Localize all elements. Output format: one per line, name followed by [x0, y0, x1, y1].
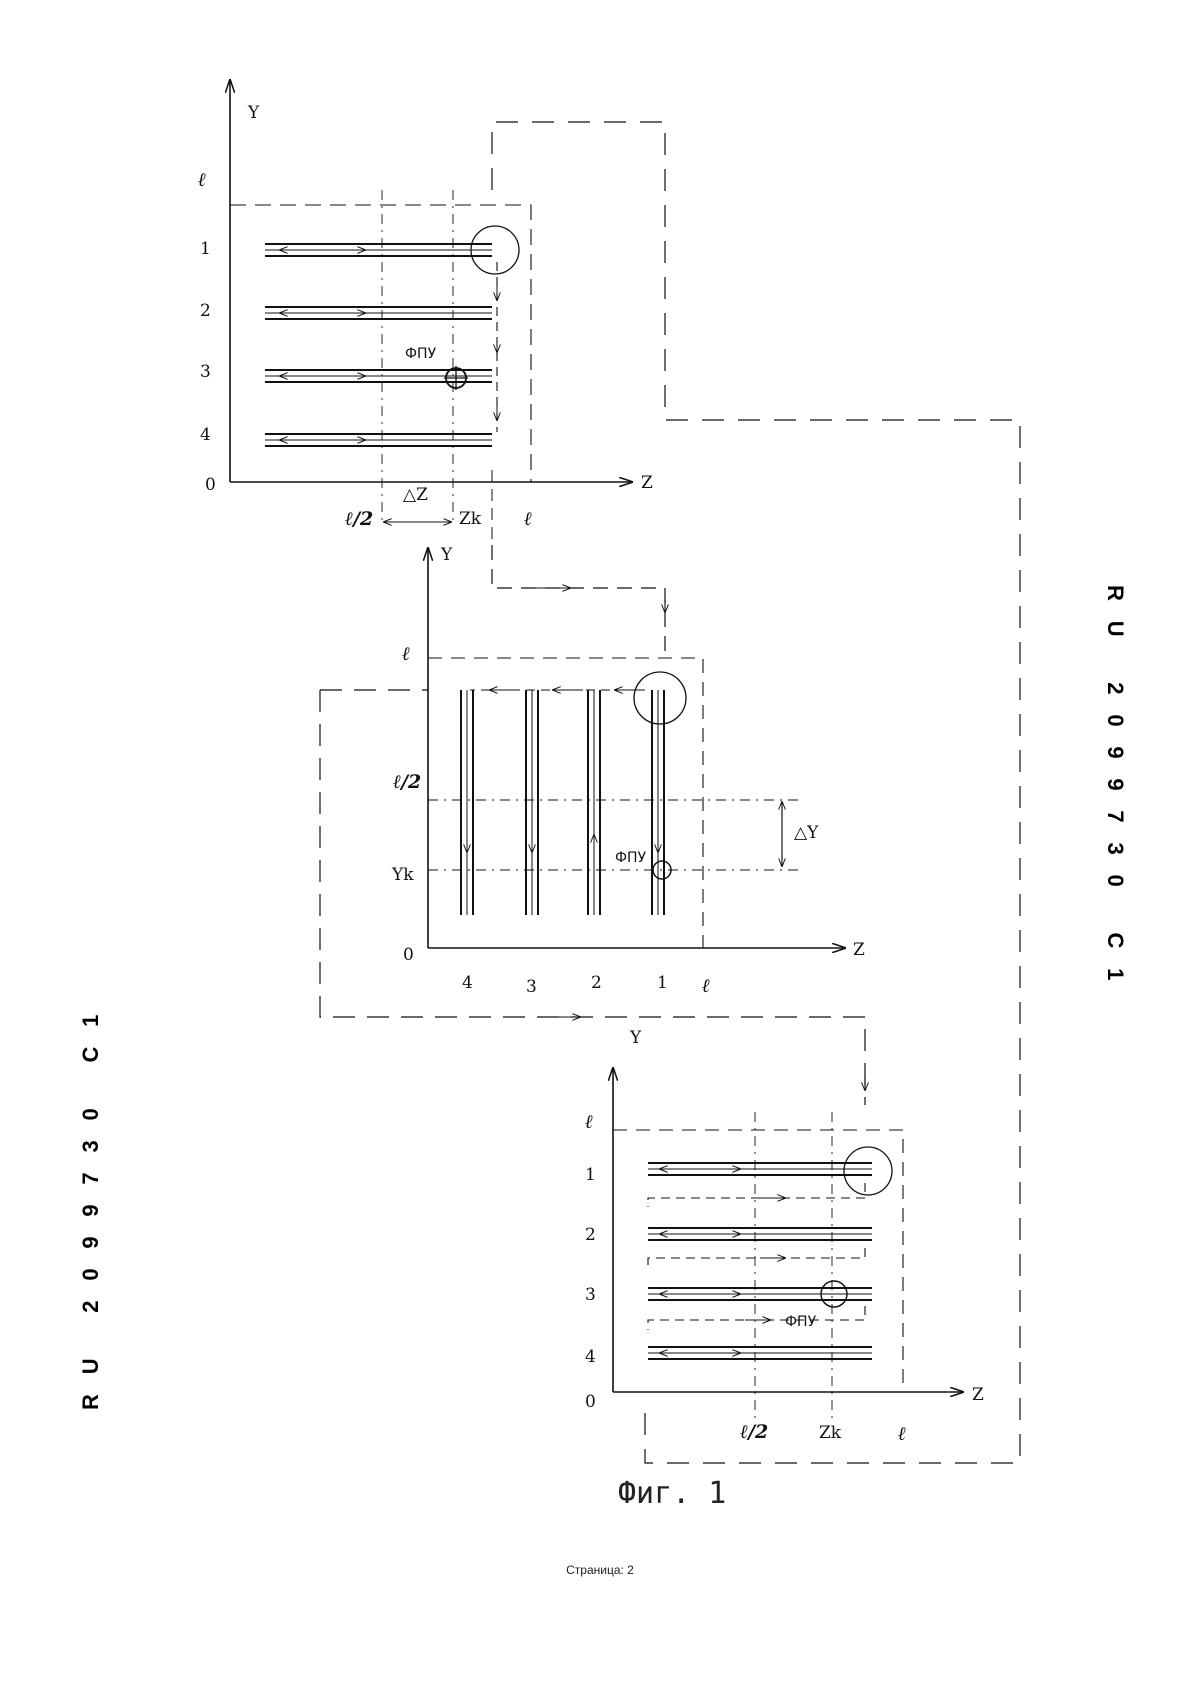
- d1-row-label-1: 1: [200, 239, 211, 259]
- d1-axis-y-label: Y: [247, 103, 260, 123]
- d1-tick-delta-z: △Z: [403, 485, 428, 505]
- figure-caption: Фиг. 1: [618, 1476, 726, 1511]
- d2-yk-tick: Yk: [391, 865, 414, 885]
- d1-track-arrows: [280, 250, 365, 440]
- d1-tick-zk: Zk: [459, 509, 482, 529]
- d2-device-label: ФПУ: [615, 850, 647, 866]
- d1-row-label-2: 2: [200, 301, 211, 321]
- diagram-1: [230, 80, 632, 545]
- d3-track-3: [648, 1288, 872, 1300]
- d3-device-label: ФПУ: [785, 1314, 817, 1330]
- d2-col-label-4: 4: [462, 973, 473, 993]
- diagram-2-labels: Y Z 0 ℓ ℓ/2 Yk △Y ФПУ 4 3 2 1 ℓ: [391, 545, 865, 997]
- d1-device-label: ФПУ: [405, 346, 437, 362]
- d2-field-of-view-circle: [634, 672, 686, 724]
- d1-top-tick: ℓ: [198, 169, 206, 191]
- d2-region-boundary: [428, 658, 703, 948]
- d2-col-label-2: 2: [591, 973, 602, 993]
- d3-tick-half: ℓ/2: [740, 1421, 768, 1443]
- page-number: Страница: 2: [0, 1563, 1200, 1577]
- d3-tick-zk: Zk: [819, 1423, 842, 1443]
- d2-track-4: [461, 690, 473, 915]
- d3-top-tick: ℓ: [585, 1111, 593, 1133]
- d3-row-label-2: 2: [585, 1225, 596, 1245]
- d2-col-label-1: 1: [657, 973, 668, 993]
- d1-origin-label: 0: [205, 475, 216, 495]
- d1-axis-z-label: Z: [641, 473, 653, 493]
- d2-half-tick: ℓ/2: [393, 771, 421, 793]
- connector-d1-d2: [492, 545, 665, 658]
- d2-outline: [320, 690, 865, 1105]
- d3-track-2: [648, 1228, 872, 1240]
- d3-origin-label: 0: [585, 1392, 596, 1412]
- d1-row-label-4: 4: [200, 425, 211, 445]
- d2-track-3: [526, 690, 538, 915]
- d2-col-label-3: 3: [526, 977, 537, 997]
- d3-tick-l: ℓ: [898, 1423, 906, 1445]
- d1-tick-half: ℓ/2: [345, 508, 373, 530]
- d2-origin-label: 0: [403, 945, 414, 965]
- diagram-3-labels: Y Z 0 ℓ 1 2 3 4 ФПУ ℓ/2 Zk ℓ: [585, 1028, 984, 1445]
- diagram-1-labels: Y Z 0 ℓ 1 2 3 4 ФПУ ℓ/2 △Z Zk ℓ: [198, 103, 653, 530]
- d2-axis-z-label: Z: [853, 940, 865, 960]
- d3-row-label-4: 4: [585, 1347, 596, 1367]
- diagram-3: [613, 1068, 963, 1420]
- d2-axis-y-label: Y: [440, 545, 453, 565]
- d2-track-2: [588, 690, 600, 915]
- d1-row-label-3: 3: [200, 362, 211, 382]
- diagram-2: [320, 548, 865, 1105]
- d3-row-label-3: 3: [585, 1285, 596, 1305]
- d2-delta-y-label: △Y: [794, 823, 819, 843]
- d3-axis-y-label: Y: [629, 1028, 642, 1048]
- d3-field-of-view-circle: [844, 1147, 892, 1195]
- outer-scan-path: [492, 122, 1020, 1463]
- d1-tick-l: ℓ: [524, 508, 532, 530]
- d3-track-4: [648, 1347, 872, 1359]
- d2-tick-l: ℓ: [702, 975, 710, 997]
- d3-track-1: [648, 1163, 872, 1175]
- d2-top-tick: ℓ: [402, 643, 410, 665]
- d3-axis-z-label: Z: [972, 1385, 984, 1405]
- d3-row-label-1: 1: [585, 1165, 596, 1185]
